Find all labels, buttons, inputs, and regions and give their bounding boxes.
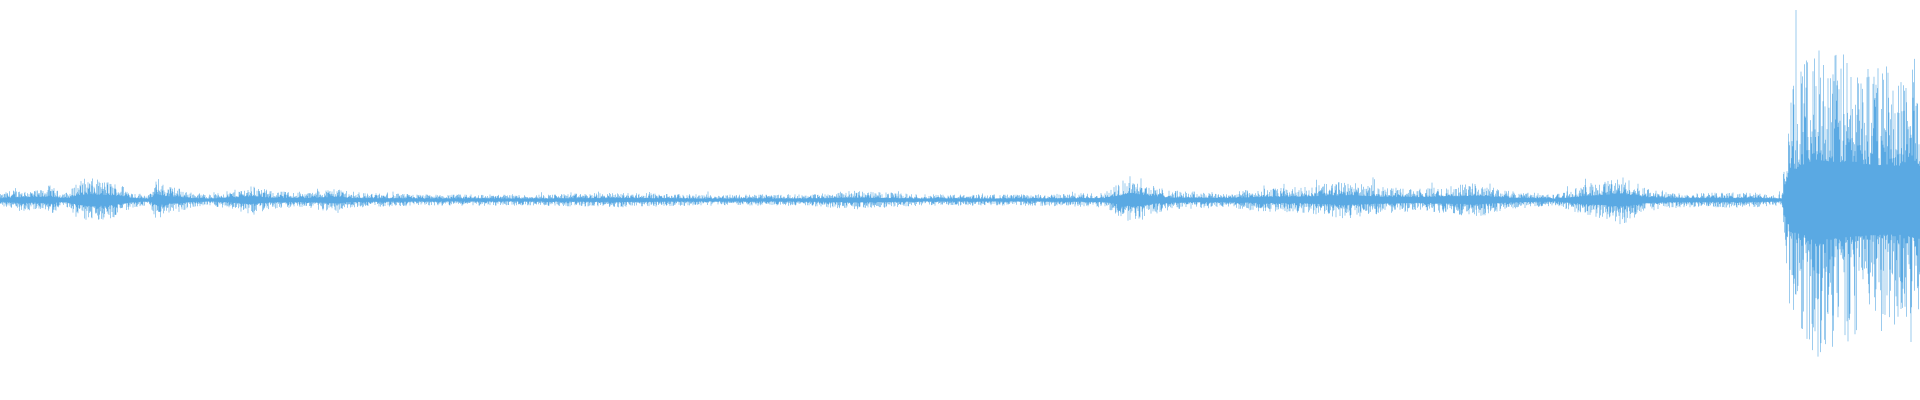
waveform-bars (0, 10, 1920, 357)
waveform-path (0, 10, 1920, 357)
